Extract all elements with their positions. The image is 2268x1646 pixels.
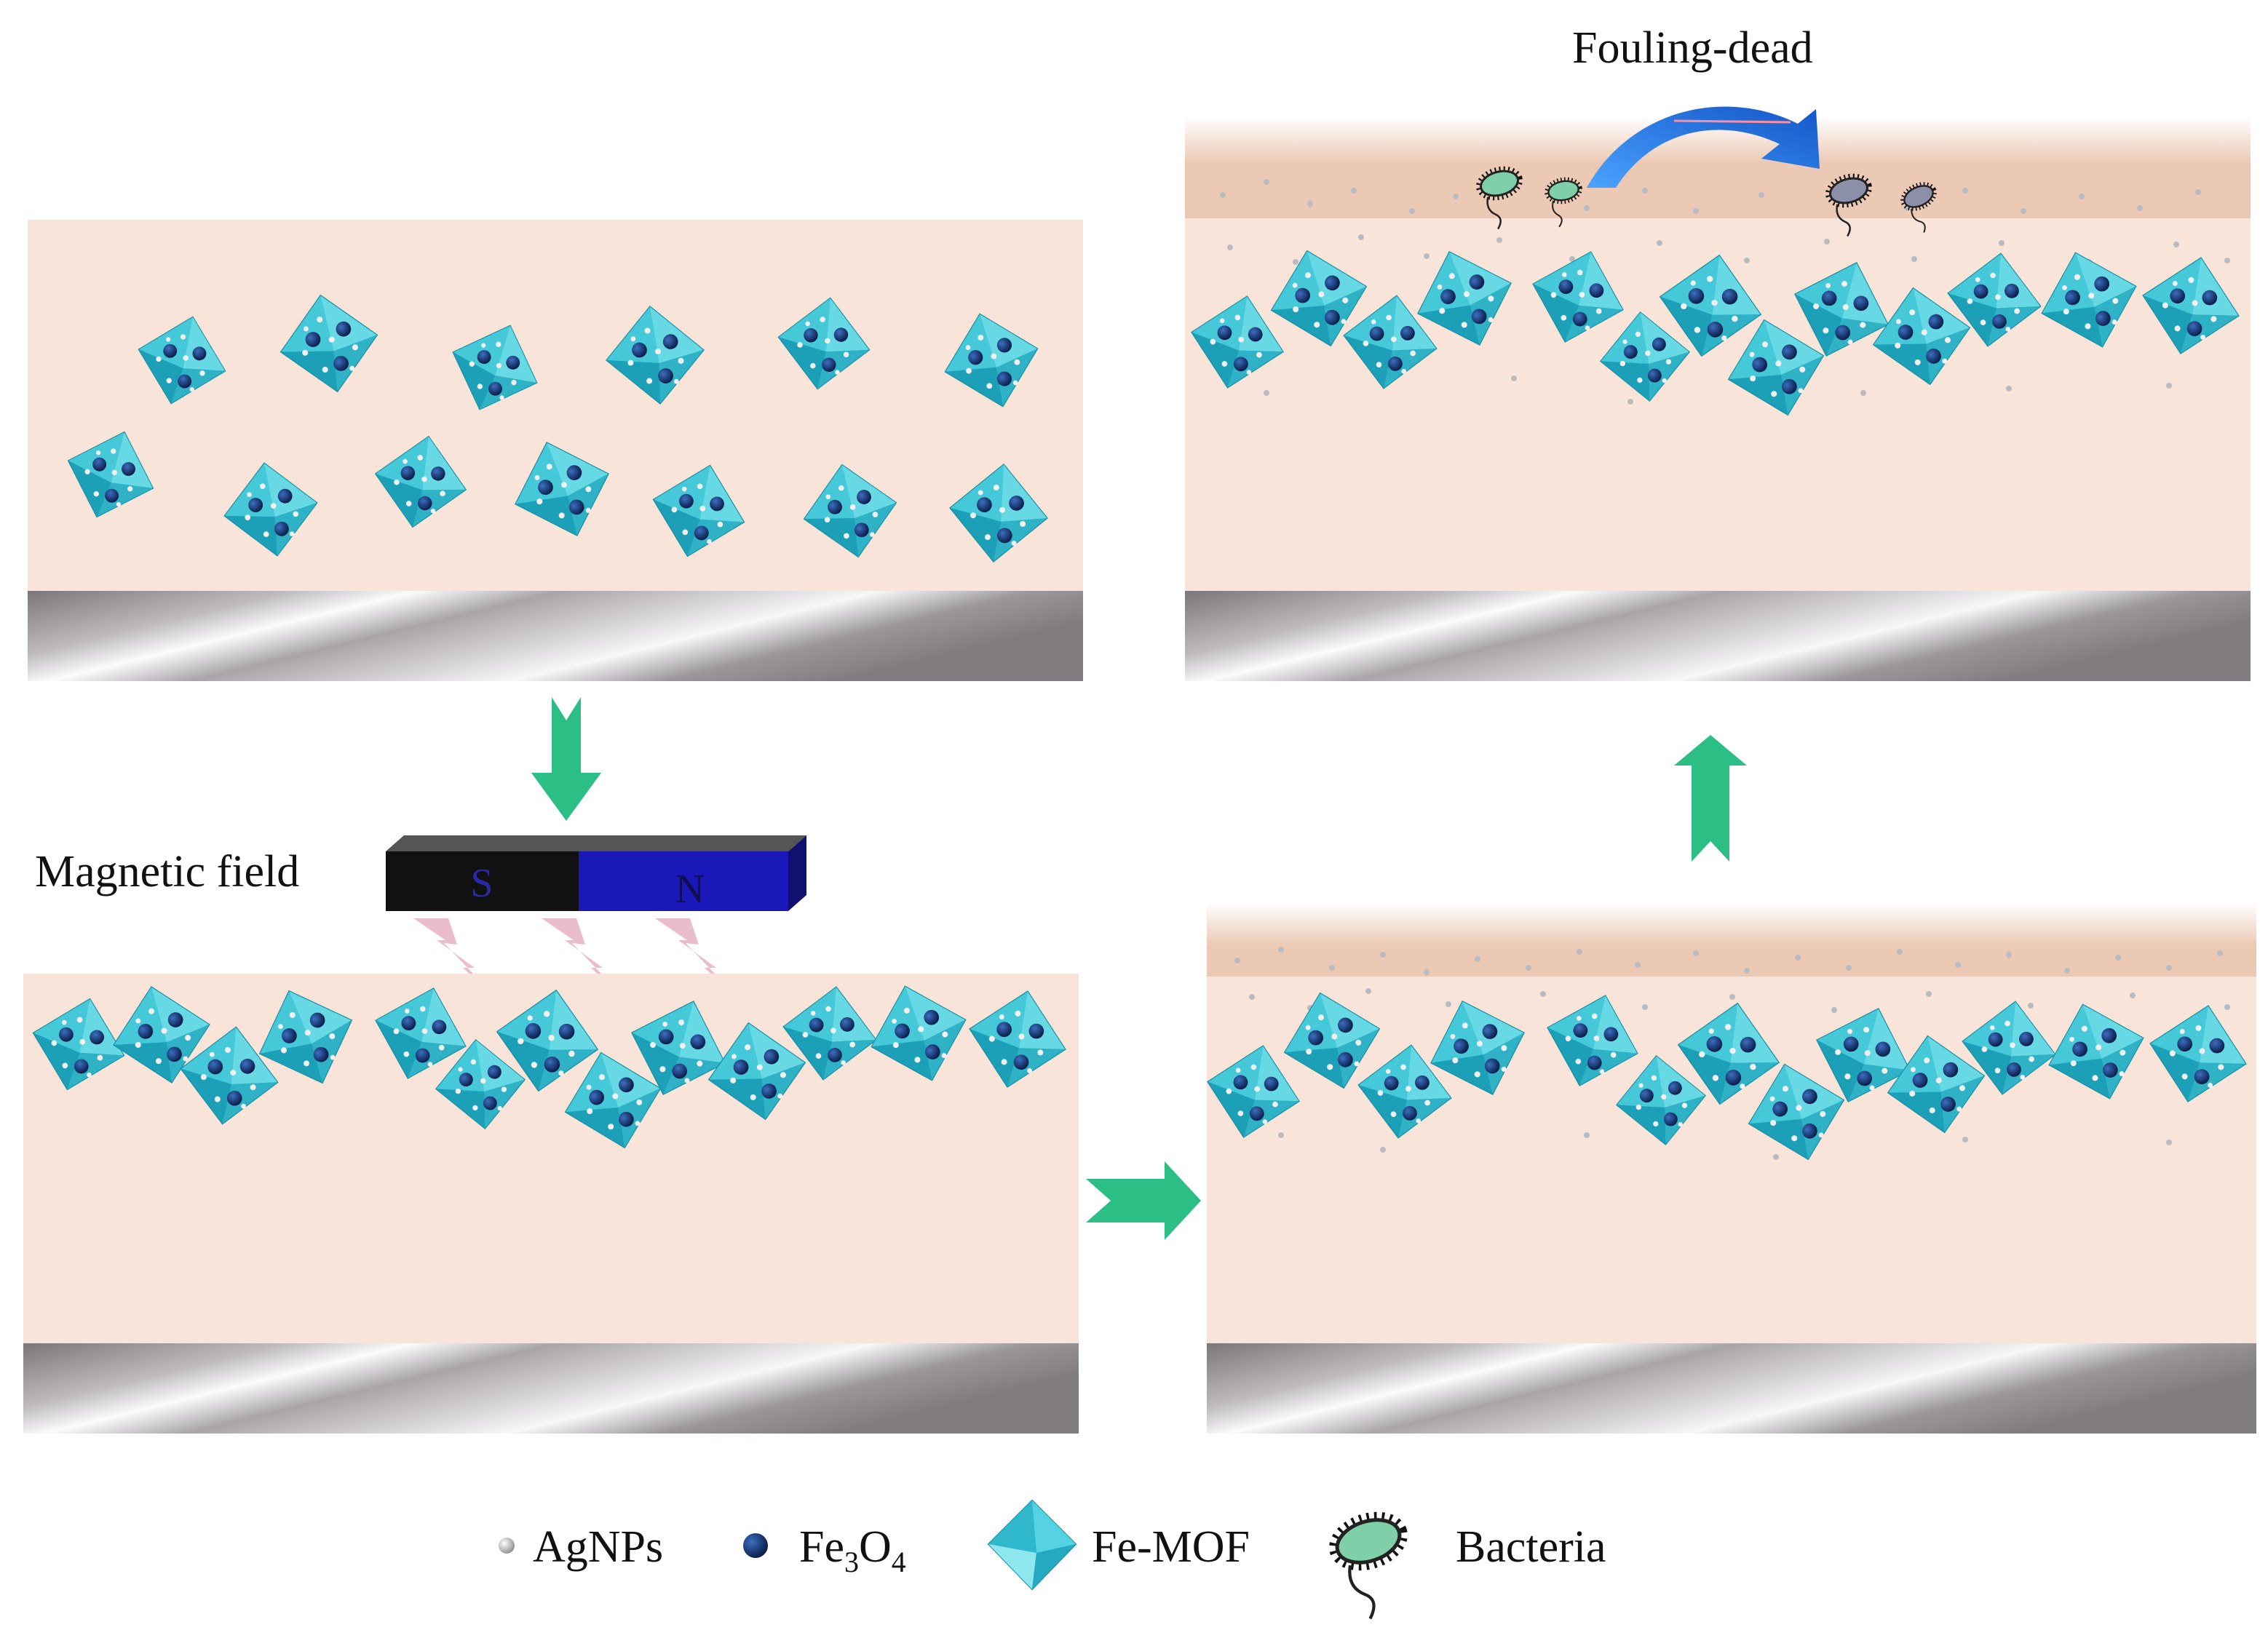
- magnetic-field-label: Magnetic field: [35, 847, 299, 896]
- magnet-n-pole: [579, 851, 788, 911]
- surface-layer: [1185, 163, 2251, 218]
- panel-antifouling: [1181, 106, 2251, 681]
- legend: AgNPs Fe3O4 Fe-MOF Bacteria: [499, 1499, 1606, 1623]
- curved-arrow: [1587, 106, 1820, 188]
- legend-fe3o4: Fe3O4: [799, 1522, 906, 1578]
- surface-gradient: [1207, 902, 2256, 946]
- bacteria-icon: [1328, 1509, 1424, 1623]
- legend-fe-mof: Fe-MOF: [1092, 1522, 1250, 1572]
- fe-mof-icon: [987, 1499, 1077, 1591]
- steel-substrate: [1185, 591, 2251, 681]
- magnet-n-label: N: [675, 867, 705, 912]
- steel-substrate: [23, 1343, 1079, 1434]
- agnps-icon: [499, 1538, 515, 1554]
- coating-layer: [28, 220, 1083, 591]
- legend-agnps: AgNPs: [533, 1522, 663, 1572]
- down-arrow: [531, 697, 601, 821]
- surface-layer: [1207, 946, 2256, 977]
- panel-aligned: [21, 972, 1079, 1434]
- up-arrow: [1674, 735, 1747, 862]
- curved-arrow-highlight: [1673, 119, 1791, 124]
- fe3o4-icon: [743, 1533, 768, 1558]
- steel-substrate: [28, 591, 1083, 681]
- legend-bacteria: Bacteria: [1456, 1522, 1606, 1572]
- steel-substrate: [1207, 1343, 2256, 1434]
- fouling-dead-label: Fouling-dead: [1572, 23, 1813, 73]
- right-arrow: [1086, 1161, 1201, 1240]
- panel-enriched-surface: [1197, 902, 2257, 1434]
- magnet-s-pole: [386, 851, 579, 911]
- panel-dispersed: [28, 220, 1083, 681]
- magnet-s-label: S: [470, 861, 493, 906]
- agnp-release-dots: [1220, 179, 2230, 405]
- magnet: S N: [386, 835, 806, 912]
